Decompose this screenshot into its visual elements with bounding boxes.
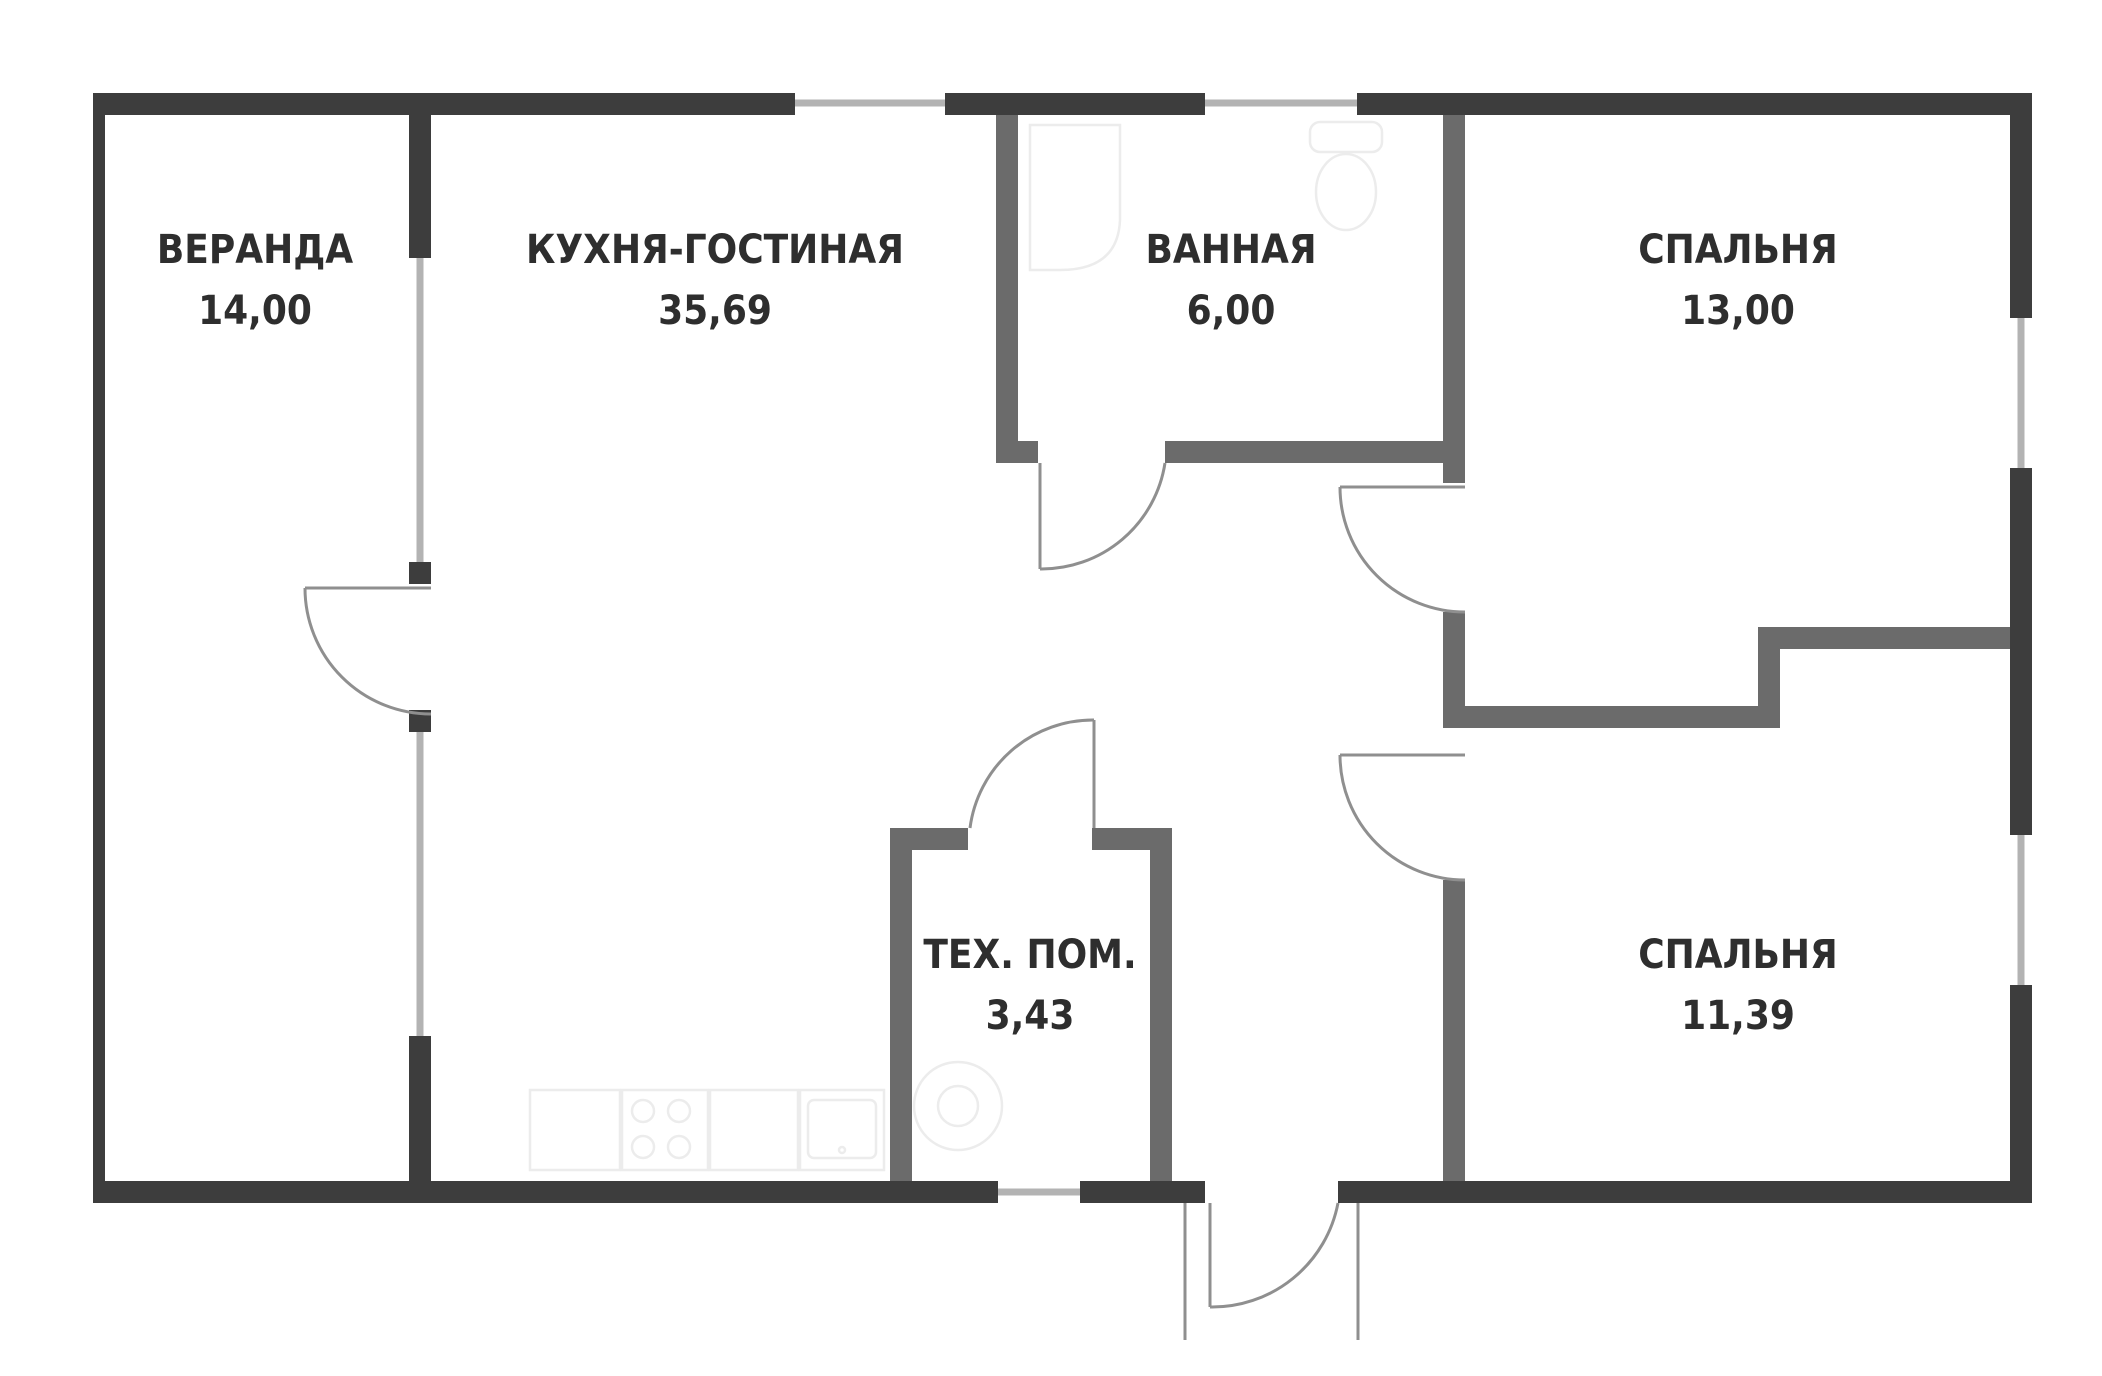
- room-bedroom1-area: 13,00: [1681, 288, 1795, 334]
- outer-walls: [93, 93, 2032, 1203]
- room-labels: ВЕРАНДА 14,00 КУХНЯ-ГОСТИНАЯ 35,69 ВАННА…: [157, 227, 1838, 1039]
- room-bedroom2-area: 11,39: [1681, 993, 1795, 1039]
- room-bathroom-area: 6,00: [1187, 288, 1276, 334]
- room-veranda-area: 14,00: [198, 288, 312, 334]
- door-entrance: [1183, 1202, 1360, 1340]
- door-veranda: [303, 586, 432, 716]
- door-bathroom: [1038, 462, 1167, 571]
- door-bedroom2: [1338, 753, 1466, 882]
- shower-fixture: [1028, 123, 1122, 272]
- room-bedroom1-name: СПАЛЬНЯ: [1638, 227, 1838, 273]
- kitchen-counter-fixture: [528, 1060, 1004, 1172]
- room-bedroom2-name: СПАЛЬНЯ: [1638, 932, 1838, 978]
- toilet-fixture: [1308, 120, 1384, 232]
- room-tech-name: ТЕХ. ПОМ.: [923, 932, 1136, 978]
- room-kitchen-name: КУХНЯ-ГОСТИНАЯ: [526, 227, 904, 273]
- windows: [416, 99, 2025, 1196]
- room-kitchen-area: 35,69: [658, 288, 772, 334]
- inner-walls: [890, 115, 2010, 1181]
- door-bedroom1: [1338, 485, 1466, 614]
- door-tech: [968, 718, 1096, 829]
- doors: [303, 462, 1466, 1340]
- fixtures: [528, 120, 1384, 1172]
- room-veranda-name: ВЕРАНДА: [157, 227, 353, 273]
- room-tech-area: 3,43: [986, 993, 1075, 1039]
- room-bathroom-name: ВАННАЯ: [1145, 227, 1316, 273]
